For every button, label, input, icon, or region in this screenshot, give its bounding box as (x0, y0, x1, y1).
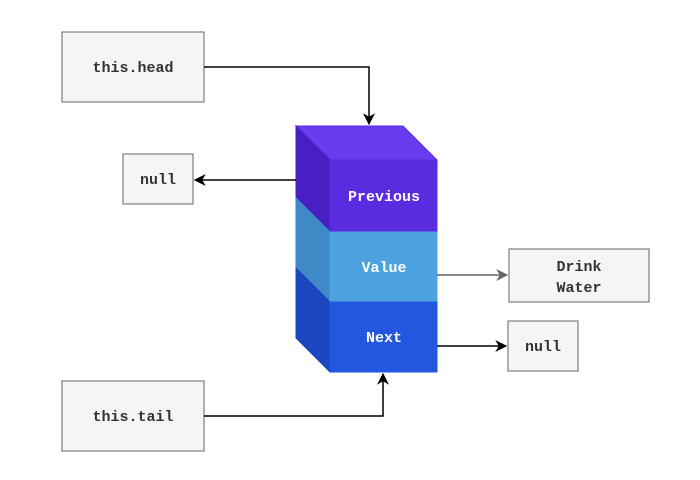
head-label: this.head (92, 60, 173, 77)
tail-box: this.tail (61, 380, 205, 452)
value-data-box: Drink Water (508, 248, 650, 303)
null-right-label: null (525, 339, 561, 356)
value-data-line1: Drink (556, 259, 601, 276)
next-front-face (329, 301, 438, 373)
value-data-line2: Water (556, 280, 601, 297)
head-arrow (204, 66, 375, 126)
head-box: this.head (61, 31, 205, 103)
next-label: Next (366, 330, 402, 347)
null-right-box: null (507, 320, 579, 372)
value-label: Value (361, 260, 406, 277)
null-left-box: null (122, 153, 194, 205)
tail-label: this.tail (92, 409, 173, 426)
null-left-label: null (140, 172, 176, 189)
node-block: Previous Value Next (294, 124, 439, 374)
previous-label: Previous (348, 189, 420, 206)
tail-arrow (204, 372, 389, 417)
